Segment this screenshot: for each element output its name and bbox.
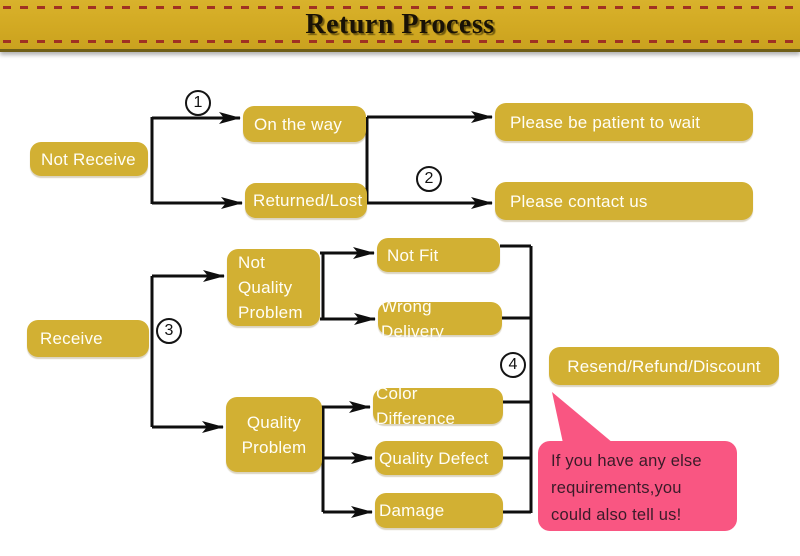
node-not-fit: Not Fit (377, 238, 500, 272)
node-quality-problem: Quality Problem (226, 397, 322, 472)
node-not-quality-problem: Not Quality Problem (227, 249, 320, 326)
dashed-line-top-icon (3, 6, 797, 9)
node-damage: Damage (375, 493, 503, 528)
node-returned-lost: Returned/Lost (245, 183, 367, 218)
node-wrong-delivery: Wrong Delivery (378, 297, 502, 341)
node-receive: Receive (27, 320, 149, 357)
step-circle-3: 3 (156, 318, 182, 344)
node-on-the-way: On the way (243, 106, 366, 142)
header-banner: Return Process (0, 0, 800, 52)
node-color-difference: Color Difference (373, 384, 503, 428)
dashed-line-bottom-icon (3, 40, 797, 43)
node-not-receive: Not Receive (30, 142, 148, 176)
node-please-wait: Please be patient to wait (495, 103, 753, 141)
speech-bubble-tail-icon (552, 392, 613, 443)
node-resend-refund-discount: Resend/Refund/Discount (549, 347, 779, 385)
speech-bubble: If you have any else requirements,you co… (538, 441, 737, 531)
page-title: Return Process (305, 8, 495, 40)
node-please-contact: Please contact us (495, 182, 753, 220)
node-quality-defect: Quality Defect (375, 441, 503, 475)
step-circle-4: 4 (500, 352, 526, 378)
step-circle-2: 2 (416, 166, 442, 192)
step-circle-1: 1 (185, 90, 211, 116)
